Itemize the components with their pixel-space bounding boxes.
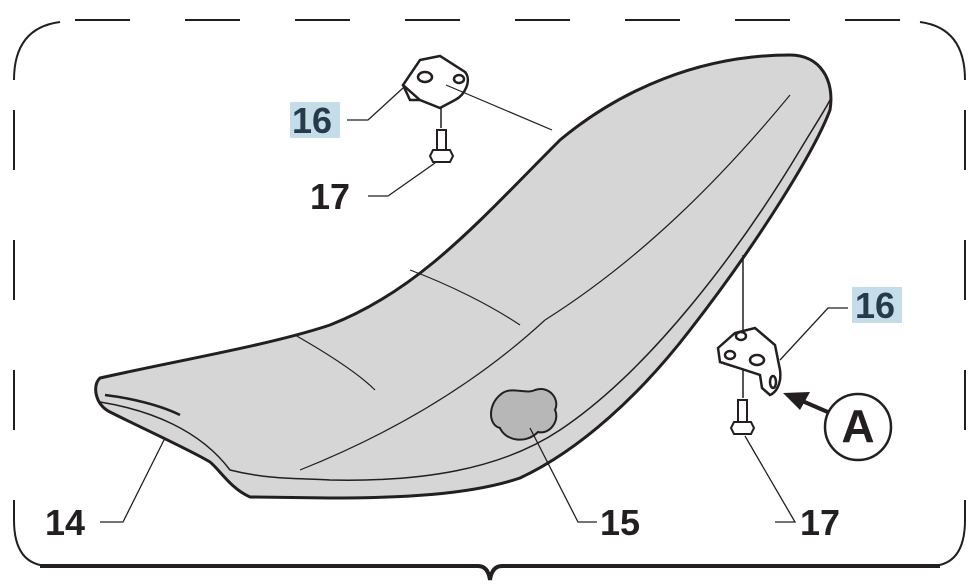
callout-17-front: 17 — [310, 176, 350, 217]
callout-17-rear: 17 — [800, 502, 840, 543]
frame-border — [13, 19, 966, 567]
rear-bracket — [716, 326, 782, 397]
rear-screw — [729, 399, 756, 435]
front-screw — [428, 129, 455, 163]
callout-15: 15 — [600, 502, 640, 543]
callout-16-rear: 16 — [855, 285, 895, 326]
callout-14: 14 — [45, 502, 85, 543]
callout-16-front: 16 — [292, 100, 332, 141]
seat — [94, 53, 833, 500]
front-bracket — [401, 54, 470, 110]
bracket-brace — [40, 564, 940, 581]
seat-patch-shape — [490, 388, 558, 441]
callout-highlight — [852, 287, 902, 323]
leader-lines — [100, 87, 848, 523]
view-marker-a: A — [783, 392, 893, 462]
callout-highlight — [290, 102, 340, 138]
view-marker-label: A — [841, 400, 874, 452]
